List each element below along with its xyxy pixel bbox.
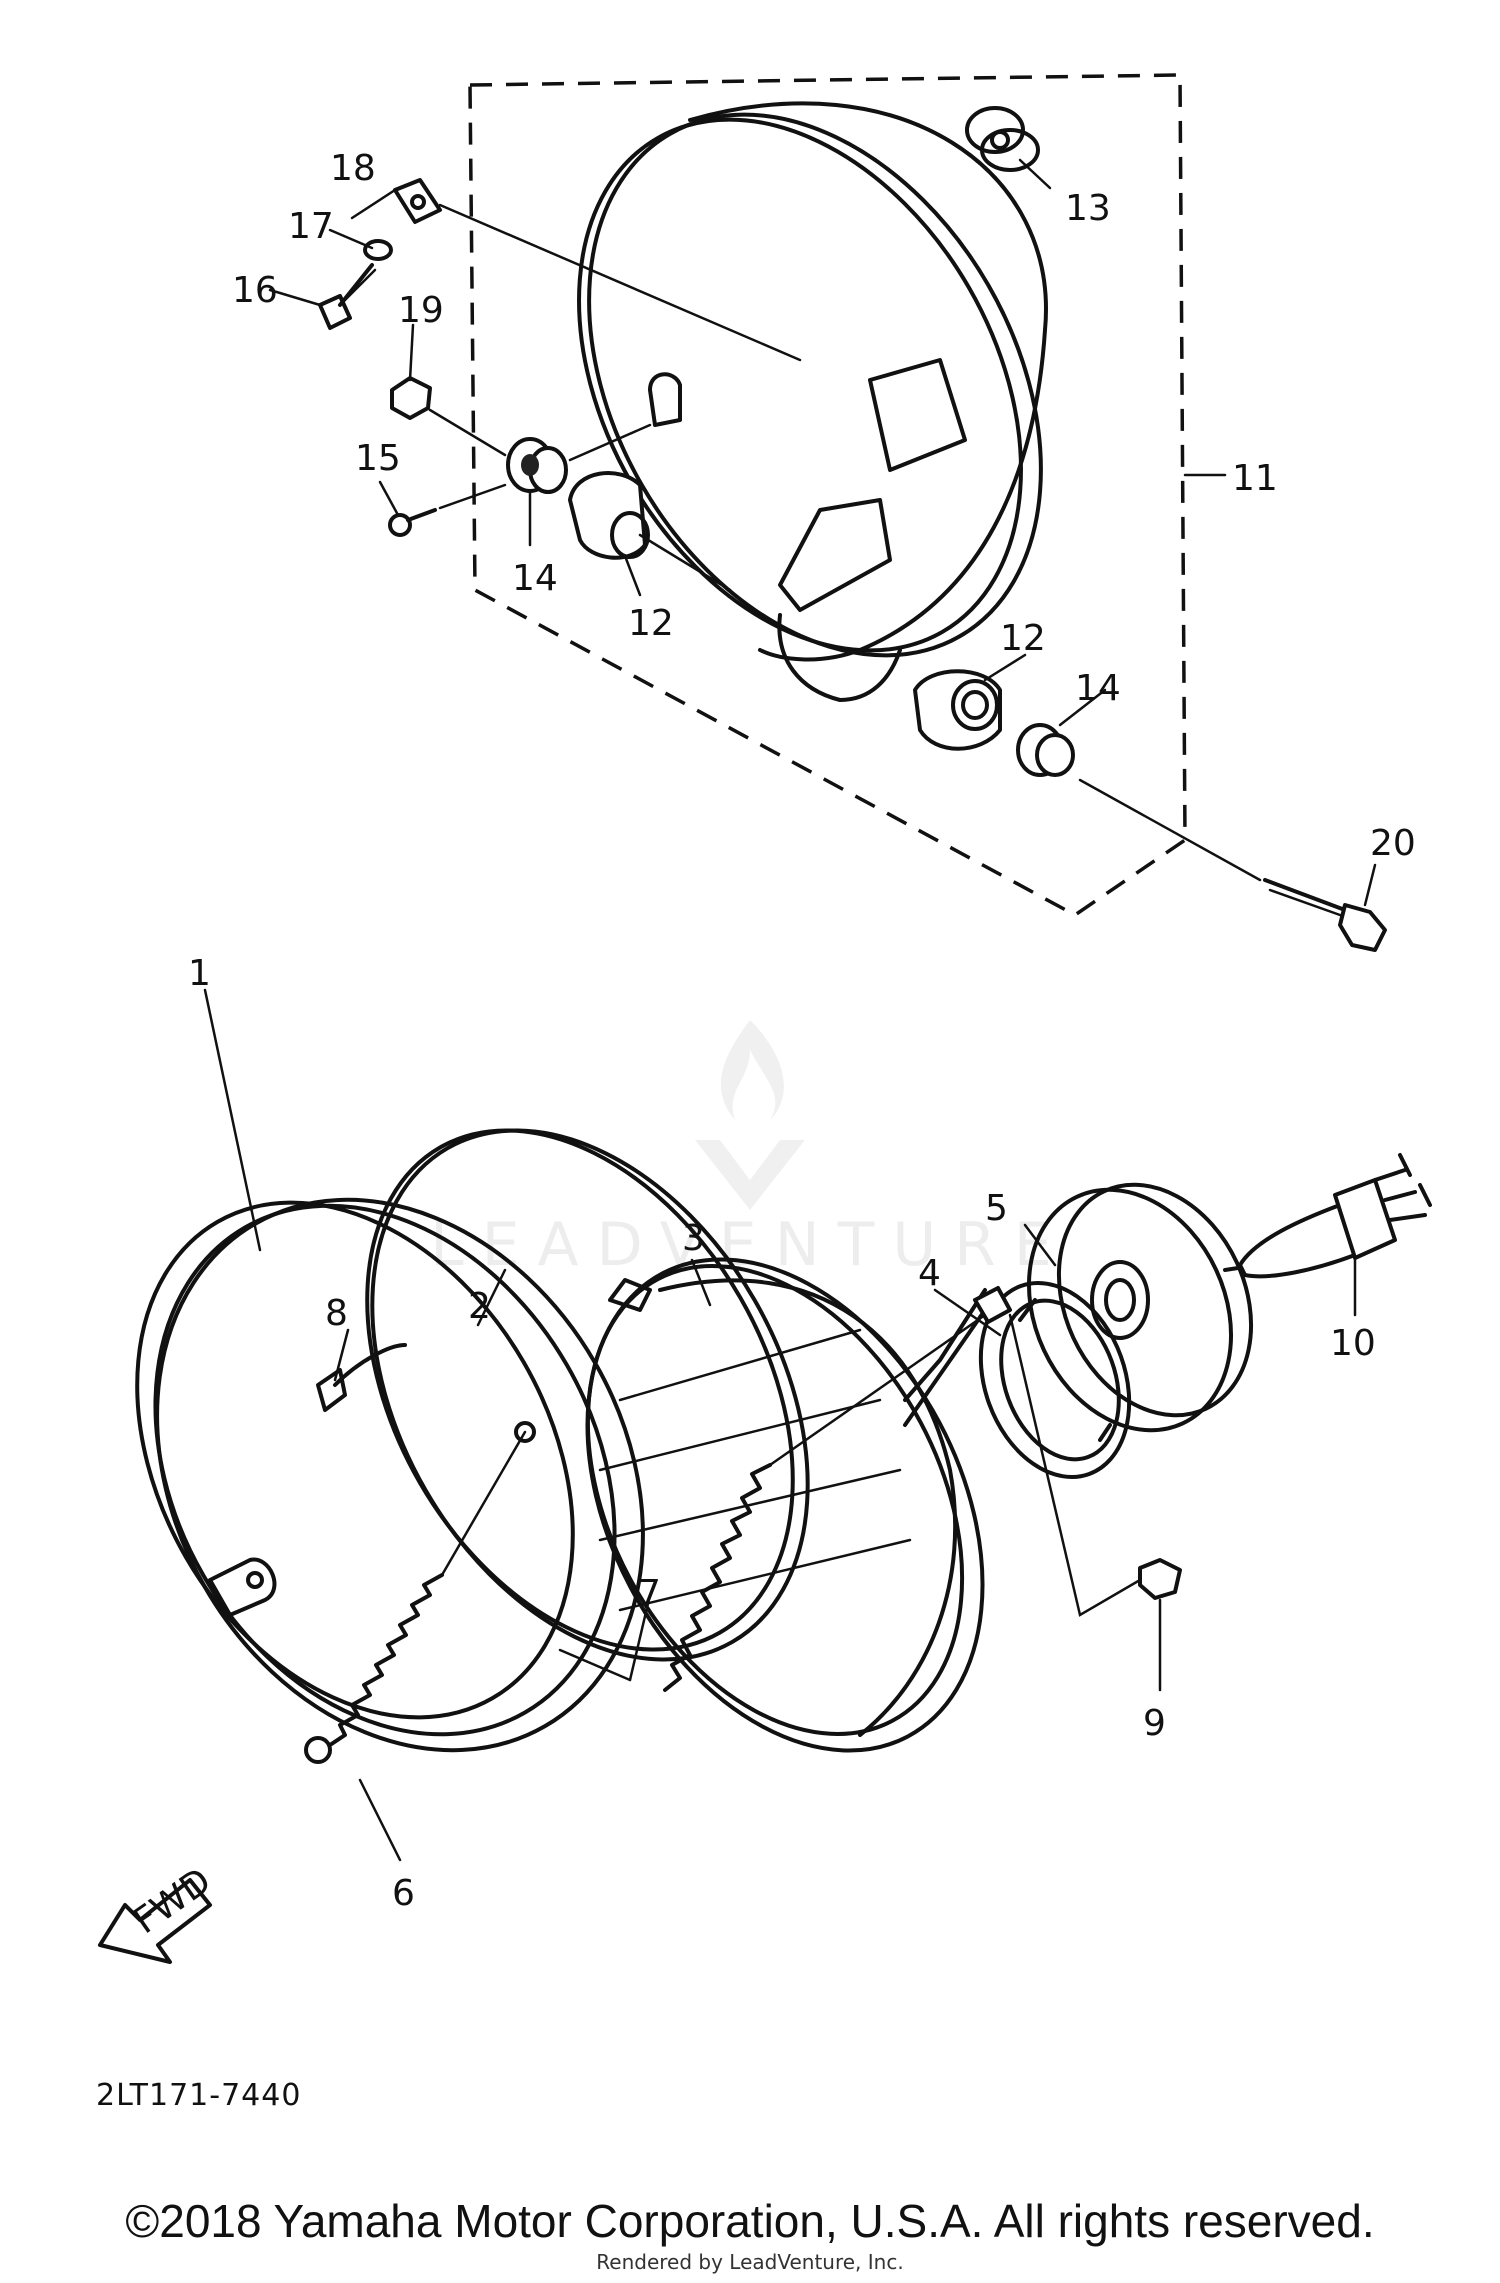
callout-11: 11 — [1232, 458, 1278, 499]
callout-1: 1 — [188, 953, 211, 994]
callout-10: 10 — [1330, 1323, 1376, 1364]
assembly-11-boundary — [468, 73, 1187, 918]
part-9-nut — [1008, 1313, 1182, 1617]
callout-16: 16 — [232, 270, 278, 311]
callout-8: 8 — [325, 1293, 348, 1334]
callout-19: 19 — [398, 290, 444, 331]
callout-20: 20 — [1370, 823, 1416, 864]
part-1-rim — [135, 1197, 645, 1753]
part-12-damper-right — [913, 669, 1002, 751]
part-16-bolt — [318, 263, 377, 330]
part-6-adjusting-screw — [304, 1430, 527, 1764]
part-20-bolt — [1263, 878, 1387, 952]
callout-numbers: 18 17 16 19 15 14 12 13 11 12 14 20 3 5 … — [188, 148, 1416, 1914]
callout-12-left: 12 — [628, 603, 674, 644]
rendered-by-credit: Rendered by LeadVenture, Inc. — [596, 2250, 904, 2274]
copyright-notice: ©2018 Yamaha Motor Corporation, U.S.A. A… — [125, 2195, 1375, 2247]
part-5-socket-cover — [1026, 1182, 1254, 1433]
callout-3: 3 — [682, 1218, 705, 1259]
part-12-damper-left — [568, 471, 732, 592]
callout-17: 17 — [288, 206, 334, 247]
callout-6: 6 — [392, 1873, 415, 1914]
callout-7: 7 — [638, 1573, 661, 1614]
callout-4: 4 — [918, 1253, 941, 1294]
callout-2: 2 — [468, 1286, 491, 1327]
part-14-collar-right — [1016, 723, 1262, 882]
diagram-code: 2LT171-7440 — [96, 2078, 302, 2113]
callout-14-left: 14 — [512, 558, 558, 599]
part-15-screw — [388, 483, 507, 537]
assembly-11-group — [318, 73, 1262, 918]
part-19-nut — [390, 376, 507, 457]
fwd-arrow-icon: FWD — [98, 1860, 219, 1964]
callout-9: 9 — [1143, 1703, 1166, 1744]
part-7-spring — [663, 1286, 1012, 1692]
callout-5: 5 — [985, 1188, 1008, 1229]
callout-14-right: 14 — [1075, 668, 1121, 709]
leader-lines — [203, 158, 1377, 1862]
headlight-exploded-view: FWD 18 — [98, 73, 1432, 1964]
callout-13: 13 — [1065, 188, 1111, 229]
part-4-bulb-holder — [978, 1281, 1132, 1479]
callout-15: 15 — [355, 438, 401, 479]
part-18-washer — [393, 178, 802, 362]
part-3-lens-unit — [585, 1257, 987, 1753]
part-17-lock-washer — [363, 239, 393, 261]
part-10-bulb — [1223, 1153, 1432, 1279]
callout-18: 18 — [330, 148, 376, 189]
part-14-collar-left — [506, 423, 652, 494]
callout-12-right: 12 — [1000, 618, 1046, 659]
part-2-ring — [365, 1128, 810, 1662]
part-8-clip — [316, 1343, 407, 1412]
leadventure-logo-icon — [695, 1020, 805, 1210]
part-13-grommet — [965, 106, 1040, 172]
